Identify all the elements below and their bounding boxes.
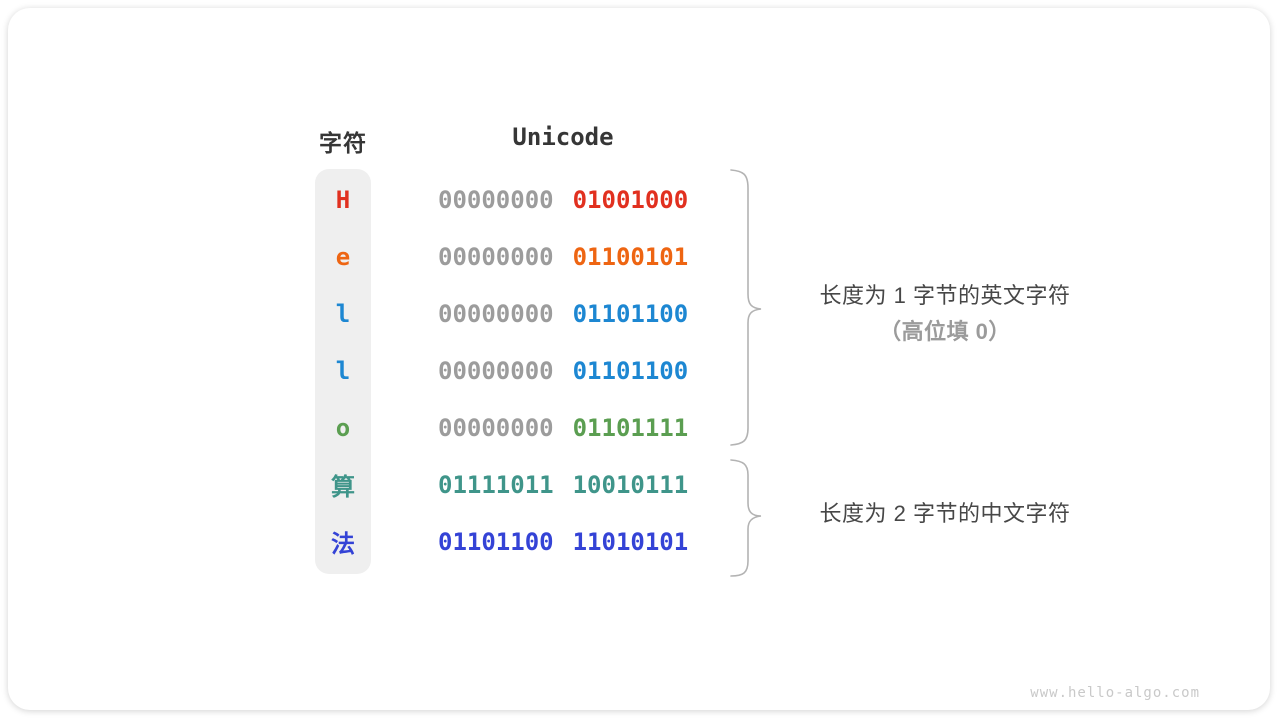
column-header-unicode: Unicode xyxy=(512,123,614,151)
watermark-url: www.hello-algo.com xyxy=(1030,685,1200,701)
character-label: l xyxy=(335,299,351,328)
byte-high: 00000000 xyxy=(438,185,554,214)
character-label: 法 xyxy=(331,530,355,558)
annotation-english-chars: 长度为 1 字节的英文字符 xyxy=(819,283,1071,308)
unicode-binary: 00000000 01101100 xyxy=(438,357,688,385)
unicode-binary: 00000000 01100101 xyxy=(438,243,688,271)
byte-high: 00000000 xyxy=(438,413,554,442)
byte-high: 00000000 xyxy=(438,299,554,328)
annotation-high-bits-zero: （高位填 0） xyxy=(879,319,1011,344)
character-label: o xyxy=(335,413,351,442)
byte-low: 10010111 xyxy=(572,470,689,499)
unicode-binary: 01101100 11010101 xyxy=(438,528,688,556)
brace-english-group xyxy=(730,169,762,446)
byte-low: 11010101 xyxy=(572,527,689,556)
unicode-binary: 00000000 01001000 xyxy=(438,186,688,214)
unicode-binary: 00000000 01101111 xyxy=(438,414,688,442)
character-label: H xyxy=(335,185,351,214)
column-header-character: 字符 xyxy=(319,130,367,156)
table-row: l 00000000 01101100 xyxy=(315,285,688,342)
table-row: o 00000000 01101111 xyxy=(315,399,688,456)
byte-low: 01101100 xyxy=(572,299,689,328)
figure-card: 字符 Unicode H 00000000 01001000 e 00000000… xyxy=(8,8,1270,710)
table-row: 算 01111011 10010111 xyxy=(315,456,688,513)
annotation-chinese-chars: 长度为 2 字节的中文字符 xyxy=(819,501,1071,526)
byte-low: 01101100 xyxy=(572,356,689,385)
byte-high: 01101100 xyxy=(438,527,554,556)
table-row: l 00000000 01101100 xyxy=(315,342,688,399)
brace-chinese-group xyxy=(730,459,762,577)
character-column-background xyxy=(315,169,371,574)
byte-high: 00000000 xyxy=(438,242,554,271)
character-label: l xyxy=(335,356,351,385)
byte-low: 01100101 xyxy=(572,242,689,271)
byte-low: 01001000 xyxy=(572,185,689,214)
unicode-binary: 01111011 10010111 xyxy=(438,471,688,499)
unicode-binary: 00000000 01101100 xyxy=(438,300,688,328)
table-row: e 00000000 01100101 xyxy=(315,228,688,285)
byte-high: 01111011 xyxy=(438,470,554,499)
character-label: e xyxy=(335,242,351,271)
table-row: H 00000000 01001000 xyxy=(315,171,688,228)
character-label: 算 xyxy=(331,473,355,501)
table-row: 法 01101100 11010101 xyxy=(315,513,688,570)
byte-high: 00000000 xyxy=(438,356,554,385)
encoding-table: H 00000000 01001000 e 00000000 01100101 l … xyxy=(315,171,688,570)
byte-low: 01101111 xyxy=(572,413,689,442)
